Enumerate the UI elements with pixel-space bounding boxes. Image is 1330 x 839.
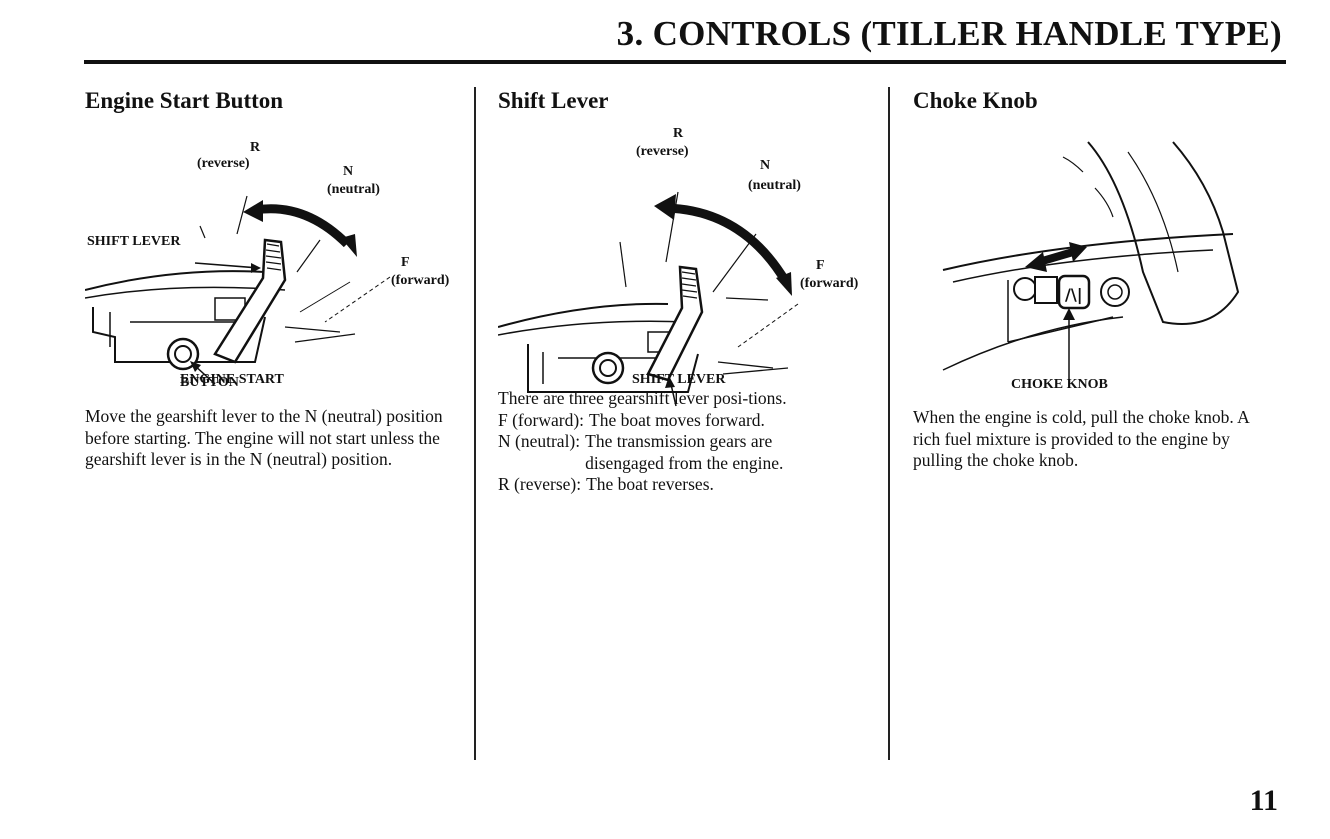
label-n: N bbox=[343, 164, 354, 179]
label-shift-lever: SHIFT LEVER bbox=[87, 234, 181, 249]
column-divider bbox=[888, 87, 890, 760]
label-r: R bbox=[672, 126, 684, 141]
label-f: F bbox=[401, 255, 410, 270]
section-body: When the engine is cold, pull the choke … bbox=[913, 407, 1249, 470]
section-heading: Engine Start Button bbox=[85, 88, 284, 113]
position-key: N (neutral): bbox=[498, 431, 581, 451]
label-forward: (forward) bbox=[800, 276, 859, 291]
position-desc: The boat moves forward. bbox=[589, 409, 765, 430]
position-desc: The transmission gears are disengaged fr… bbox=[585, 431, 784, 473]
choke-knob-figure: /\| CHOKE KNOB bbox=[913, 122, 1293, 392]
label-reverse: (reverse) bbox=[197, 156, 250, 171]
label-button: BUTTON bbox=[180, 375, 239, 390]
list-item: F (forward): The boat moves forward. bbox=[498, 410, 883, 432]
svg-text:/\|: /\| bbox=[1065, 285, 1083, 305]
page-number: 11 bbox=[1249, 784, 1278, 817]
section-heading: Shift Lever bbox=[498, 88, 609, 113]
shift-lever-figure: R (reverse) N (neutral) F (forward) SHIF… bbox=[498, 122, 883, 412]
section-shift-lever: Shift Lever R (rev bbox=[498, 84, 883, 496]
page-title: 3. CONTROLS (TILLER HANDLE TYPE) bbox=[616, 14, 1282, 53]
position-key: R (reverse): bbox=[498, 474, 582, 494]
label-choke-knob: CHOKE KNOB bbox=[1011, 377, 1108, 392]
label-f: F bbox=[816, 258, 825, 273]
section-body: Move the gearshift lever to the N (neutr… bbox=[85, 406, 443, 469]
section-engine-start-button: Engine Start Button bbox=[85, 84, 470, 471]
label-reverse: (reverse) bbox=[636, 144, 689, 159]
list-item: N (neutral): The transmission gears are … bbox=[498, 431, 883, 474]
engine-shift-illustration bbox=[85, 195, 391, 385]
column-divider bbox=[474, 87, 476, 760]
label-neutral: (neutral) bbox=[748, 178, 801, 193]
engine-start-figure: R (reverse) N (neutral) F (forward) SHIF… bbox=[85, 122, 470, 387]
label-neutral: (neutral) bbox=[327, 182, 380, 197]
label-forward: (forward) bbox=[391, 273, 450, 288]
label-shift-lever: SHIFT LEVER bbox=[632, 372, 726, 387]
section-choke-knob: Choke Knob /\| CHOKE KN bbox=[913, 84, 1293, 472]
label-engine-start: ENGINE START bbox=[180, 372, 284, 387]
position-desc: The boat reverses. bbox=[586, 474, 714, 494]
choke-knob-illustration: /\| bbox=[942, 141, 1240, 380]
header-rule bbox=[84, 60, 1286, 64]
position-list: F (forward): The boat moves forward. N (… bbox=[498, 410, 883, 496]
label-r: R bbox=[249, 140, 261, 155]
label-n: N bbox=[760, 158, 771, 173]
shift-lever-illustration bbox=[498, 191, 799, 407]
section-heading: Choke Knob bbox=[913, 88, 1038, 113]
list-item: R (reverse): The boat reverses. bbox=[498, 474, 883, 496]
position-key: F (forward): bbox=[498, 409, 585, 430]
